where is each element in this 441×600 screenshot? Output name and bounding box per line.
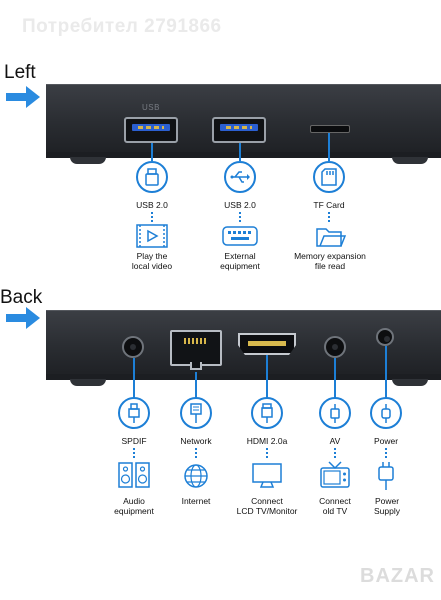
speakers-icon: [118, 462, 150, 488]
ethernet-plug-icon: [180, 397, 212, 429]
tf-card-slot[interactable]: [310, 125, 350, 133]
connector-line: [133, 358, 135, 398]
usb-label-2: USB 2.0: [224, 200, 256, 210]
usb-symbol-icon: [224, 161, 256, 193]
old-tv-icon: [320, 461, 350, 488]
connector-line: [334, 358, 336, 398]
optical-plug-icon: [118, 397, 150, 429]
tf-card-label: TF Card: [313, 200, 345, 210]
connector-line: [239, 143, 241, 161]
power-port[interactable]: [376, 328, 394, 346]
device-foot: [70, 379, 106, 386]
dotted-connector: [151, 212, 153, 224]
dotted-connector: [239, 212, 241, 224]
usb-port-2[interactable]: [212, 117, 266, 143]
section-title-back: Back: [0, 287, 43, 308]
device-foot: [70, 157, 106, 164]
spdif-port[interactable]: [122, 336, 144, 358]
hdmi-label: HDMI 2.0a: [246, 436, 288, 446]
power-label: Power: [373, 436, 399, 446]
av-plug-icon: [319, 397, 351, 429]
watermark-text: Потребител 2791866: [22, 16, 222, 37]
dotted-connector: [334, 448, 336, 460]
network-label: Network: [180, 436, 212, 446]
section-title-left: Left: [4, 62, 36, 83]
hdmi-port[interactable]: [238, 333, 296, 355]
globe-icon: [184, 464, 208, 488]
hdmi-plug-icon: [251, 397, 283, 429]
keyboard-icon: [222, 226, 258, 246]
connector-line: [328, 133, 330, 161]
sd-card-icon: [313, 161, 345, 193]
arrow-right-icon: [6, 307, 40, 329]
usb-label-1: USB 2.0: [136, 200, 168, 210]
dotted-connector: [266, 448, 268, 460]
dotted-connector: [328, 212, 330, 224]
device-left-bottom: [46, 152, 441, 158]
av-port[interactable]: [324, 336, 346, 358]
device-foot: [392, 379, 428, 386]
monitor-icon: [252, 463, 282, 488]
spdif-label: SPDIF: [121, 436, 147, 446]
power-plug-icon: [370, 397, 402, 429]
dotted-connector: [385, 448, 387, 460]
internet-label: Internet: [181, 496, 211, 506]
connector-line: [195, 372, 197, 398]
device-back-bottom: [46, 374, 441, 380]
connector-line: [385, 346, 387, 398]
usb-port-1[interactable]: [124, 117, 178, 143]
network-port[interactable]: [170, 330, 222, 370]
video-file-icon: [136, 224, 168, 248]
usb-stick-icon: [136, 161, 168, 193]
dotted-connector: [195, 448, 197, 460]
usb-port-label: USB: [142, 103, 160, 112]
bazar-logo: BAZAR: [360, 565, 435, 587]
av-label: AV: [329, 436, 341, 446]
folder-icon: [316, 228, 346, 247]
arrow-right-icon: [6, 86, 40, 108]
dotted-connector: [133, 448, 135, 460]
device-foot: [392, 157, 428, 164]
power-adapter-icon: [378, 462, 394, 490]
connector-line: [151, 143, 153, 161]
connector-line: [266, 355, 268, 398]
